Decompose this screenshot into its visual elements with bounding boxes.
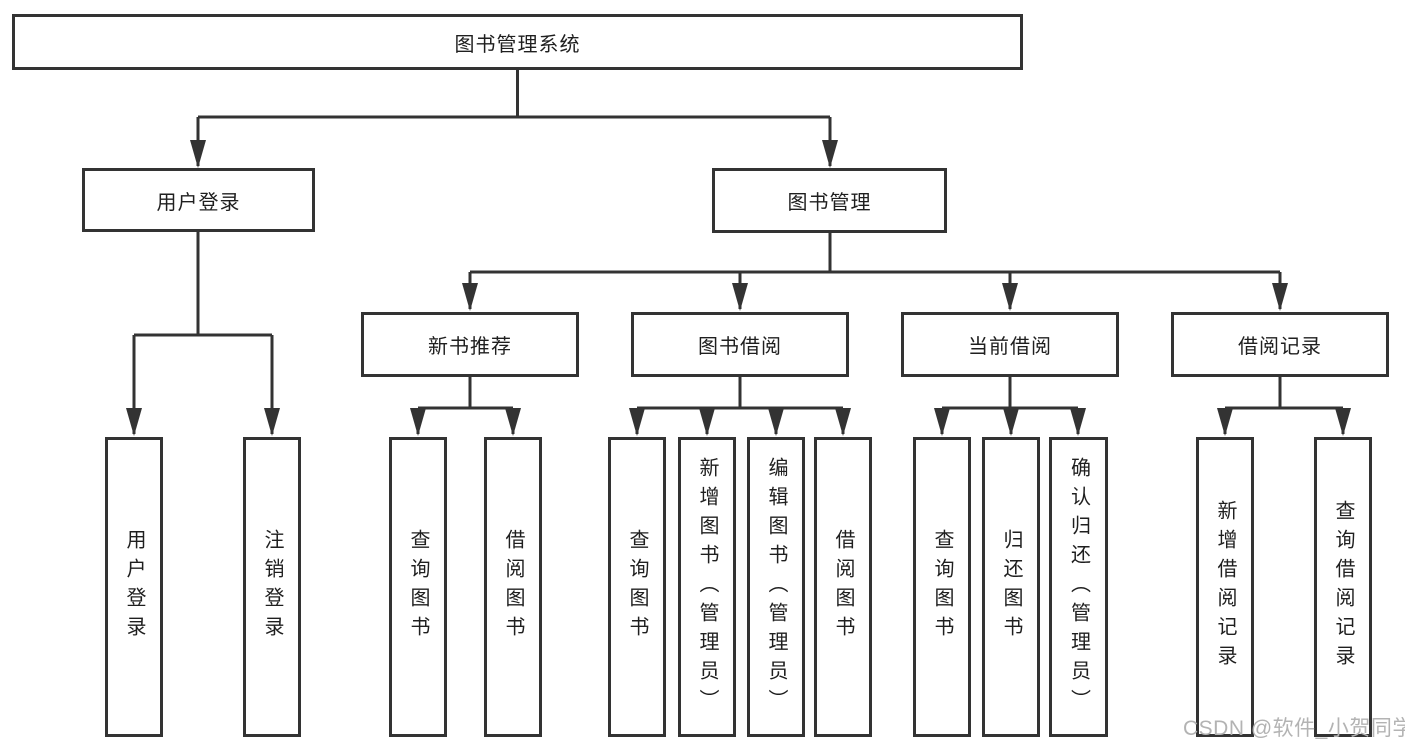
leaf-confirm-return-admin: 确认归还（管理员） [1049, 437, 1108, 737]
leaf-query-book-3: 查询图书 [913, 437, 971, 737]
node-current-borrow-label: 当前借阅 [968, 336, 1052, 358]
node-borrow-records-label: 借阅记录 [1238, 336, 1322, 358]
root-node-label: 图书管理系统 [454, 33, 581, 56]
leaf-edit-book-admin: 编辑图书（管理员） [747, 437, 805, 737]
watermark: CSDN @软件_小贺同学 [1183, 717, 1405, 740]
node-book-management-label: 图书管理 [787, 192, 872, 214]
leaf-edit-book-admin-label: 编辑图书（管理员） [765, 456, 787, 718]
root-node: 图书管理系统 [12, 14, 1023, 70]
leaf-query-book-1-label: 查询图书 [407, 529, 429, 645]
leaf-query-borrow-record-label: 查询借阅记录 [1332, 500, 1354, 674]
leaf-return-book-label: 归还图书 [1000, 529, 1022, 645]
node-current-borrow: 当前借阅 [901, 312, 1119, 377]
leaf-borrow-book-2: 借阅图书 [814, 437, 872, 737]
leaf-add-book-admin: 新增图书（管理员） [678, 437, 736, 737]
leaf-query-borrow-record: 查询借阅记录 [1314, 437, 1372, 737]
leaf-user-login: 用户登录 [105, 437, 163, 737]
leaf-return-book: 归还图书 [982, 437, 1040, 737]
leaf-logout-label: 注销登录 [261, 529, 283, 645]
leaf-confirm-return-admin-label: 确认归还（管理员） [1067, 456, 1090, 718]
node-book-management: 图书管理 [712, 168, 947, 233]
leaf-query-book-2-label: 查询图书 [626, 529, 648, 645]
node-user-login: 用户登录 [82, 168, 315, 232]
leaf-query-book-3-label: 查询图书 [931, 529, 953, 645]
node-book-borrow-label: 图书借阅 [698, 336, 782, 358]
leaf-user-login-label: 用户登录 [123, 529, 145, 645]
node-user-login-label: 用户登录 [156, 191, 241, 214]
node-new-book-recommend: 新书推荐 [361, 312, 579, 377]
leaf-add-book-admin-label: 新增图书（管理员） [696, 456, 718, 718]
leaf-query-book-1: 查询图书 [389, 437, 447, 737]
leaf-borrow-book-1-label: 借阅图书 [502, 529, 524, 645]
leaf-borrow-book-1: 借阅图书 [484, 437, 542, 737]
leaf-query-book-2: 查询图书 [608, 437, 666, 737]
leaf-borrow-book-2-label: 借阅图书 [832, 529, 854, 645]
node-new-book-recommend-label: 新书推荐 [428, 336, 512, 358]
leaf-logout: 注销登录 [243, 437, 301, 737]
node-borrow-records: 借阅记录 [1171, 312, 1389, 377]
node-book-borrow: 图书借阅 [631, 312, 849, 377]
leaf-add-borrow-record-label: 新增借阅记录 [1214, 500, 1236, 674]
leaf-add-borrow-record: 新增借阅记录 [1196, 437, 1254, 737]
